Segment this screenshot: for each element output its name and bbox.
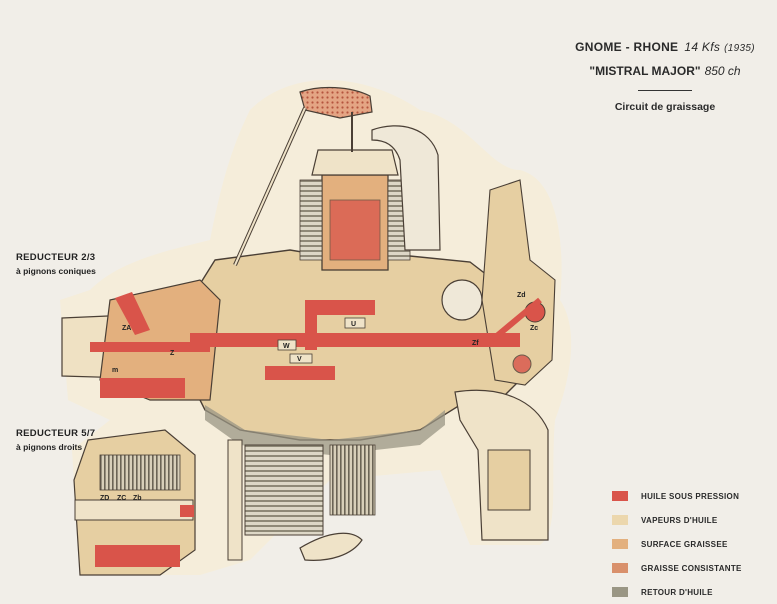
carburettor-body [487, 449, 531, 511]
part-box-v [289, 353, 313, 364]
legend-label: HUILE SOUS PRESSION [641, 491, 740, 501]
reducer-bottom-band [180, 505, 194, 517]
legend: HUILE SOUS PRESSION VAPEURS D'HUILE SURF… [612, 484, 772, 604]
legend-swatch [612, 587, 628, 597]
cylinder-head [311, 149, 399, 176]
pressure-oil-reducer-feed [115, 292, 150, 335]
legend-label: VAPEURS D'HUILE [641, 515, 718, 525]
return-oil-sump [205, 405, 445, 455]
legend-item: VAPEURS D'HUILE [612, 508, 772, 532]
supercharger-housing [441, 279, 483, 321]
legend-label: SURFACE GRAISSEE [641, 539, 728, 549]
reducer-bottom-label: REDUCTEUR 5/7 à pignons droits [16, 428, 95, 452]
model-name: "MISTRAL MAJOR" [589, 64, 701, 78]
lower-pushrod [227, 439, 243, 561]
oil-filter [512, 354, 532, 374]
reducer-bottom-oil [95, 545, 180, 567]
pressure-oil-nose-gallery [90, 342, 210, 352]
part-box-w [277, 339, 297, 351]
reducer-top-label: REDUCTEUR 2/3 à pignons coniques [16, 252, 96, 276]
piston [329, 199, 381, 261]
engine-cutaway-drawing [60, 80, 572, 576]
title-line-2: "MISTRAL MAJOR"850 ch [560, 64, 770, 78]
title-block: GNOME - RHONE 14 Kfs(1935) "MISTRAL MAJOR… [560, 40, 770, 113]
pressure-oil-upper-gallery [305, 300, 375, 315]
reducer-top-title: REDUCTEUR 2/3 [16, 252, 96, 263]
reducer-bottom-title: REDUCTEUR 5/7 [16, 428, 96, 439]
legend-swatch [612, 539, 628, 549]
subtitle: Circuit de graissage [614, 101, 716, 113]
pressure-oil-riser [305, 300, 317, 350]
legend-item: GRAISSE CONSISTANTE [612, 556, 772, 580]
exhaust-pipe [299, 532, 363, 561]
power: 850 ch [704, 64, 741, 78]
reducer-bottom-gears [99, 454, 181, 491]
title-line-1: GNOME - RHONE 14 Kfs(1935) [560, 40, 770, 54]
legend-swatch [612, 563, 628, 573]
legend-swatch [612, 515, 628, 525]
lower-cylinder-fins [244, 444, 324, 536]
legend-item: SURFACE GRAISSEE [612, 532, 772, 556]
legend-swatch [612, 491, 628, 501]
legend-label: GRAISSE CONSISTANTE [641, 563, 742, 573]
push-rod-core [234, 107, 306, 266]
pressure-oil-lower-gallery [265, 366, 335, 380]
model-code: 14 Kfs [684, 40, 721, 54]
lower-valve-stems [329, 444, 376, 516]
pressure-oil-sump-top [100, 378, 185, 398]
title-divider [638, 90, 692, 91]
year: (1935) [724, 43, 755, 54]
legend-label: RETOUR D'HUILE [641, 587, 713, 597]
reducer-bottom-subtitle: à pignons droits [16, 442, 83, 452]
induction-duct [371, 125, 441, 251]
part-box-u [344, 317, 366, 329]
reducer-top-subtitle: à pignons coniques [16, 266, 96, 276]
engine-lubrication-diagram: ZA ZD ZC Z U W V Zd Zf m Zb Zc GNOME - R… [16, 40, 770, 597]
pressure-oil-main-gallery [190, 333, 520, 347]
reducer-bottom-shaft [74, 499, 194, 521]
legend-item: HUILE SOUS PRESSION [612, 484, 772, 508]
pressure-oil-tower-line [490, 297, 542, 343]
manufacturer: GNOME - RHONE [575, 40, 679, 54]
rocker-box [299, 86, 373, 119]
cylinder-fins-left [299, 179, 323, 261]
